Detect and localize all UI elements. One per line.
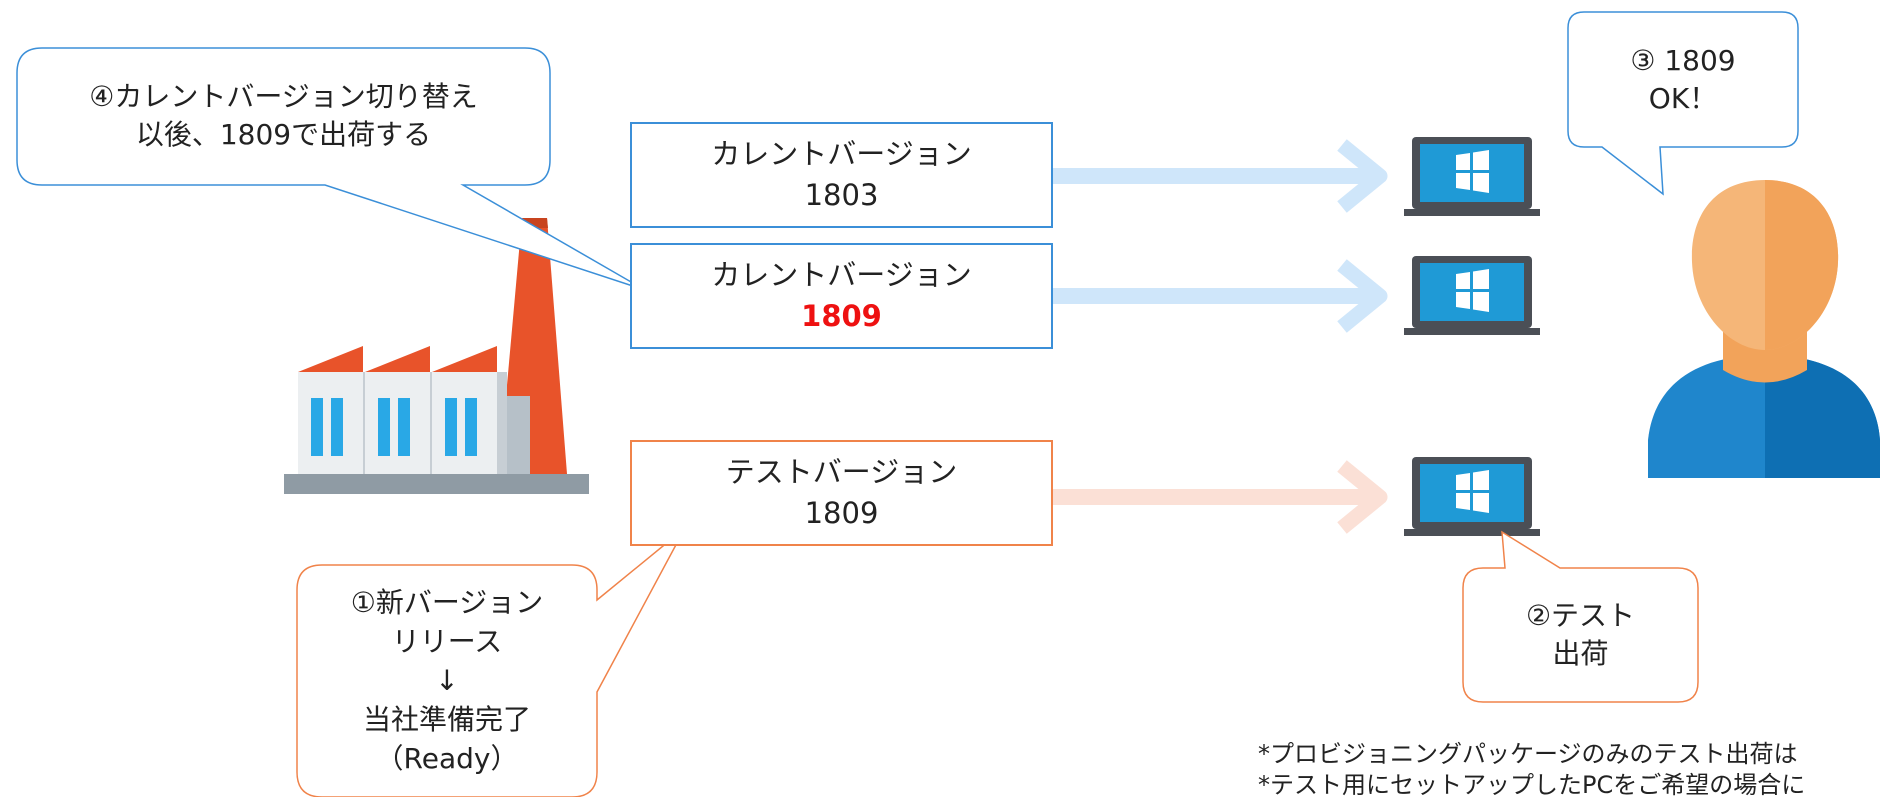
callout-step4: ④カレントバージョン切り替え 以後、1809で出荷する: [17, 58, 550, 174]
current-version-1803-number: 1803: [804, 178, 879, 212]
current-version-1809-label: カレントバージョン: [711, 258, 972, 292]
user-icon: [1648, 180, 1880, 478]
callout-step1-line1: ①新バージョン: [350, 585, 544, 619]
laptop-windows-icon: [1404, 256, 1540, 335]
callout-step1-line4: 当社準備完了: [362, 702, 531, 736]
callout-step2-line2: 出荷: [1552, 637, 1609, 670]
callout-step1-line2: リリース: [391, 624, 503, 658]
callout-step1-line3: ↓: [435, 663, 459, 697]
current-version-1809-number: 1809: [801, 299, 882, 333]
current-version-1803-box: カレントバージョン 1803: [630, 122, 1053, 228]
footnote-1: *プロビジョニングパッケージのみのテスト出荷は: [1258, 740, 1798, 768]
callout-step3: ③ 1809 OK！: [1568, 22, 1798, 137]
callout-step3-line2: OK！: [1648, 81, 1718, 115]
callout-step1-line5: （Ready）: [375, 741, 519, 775]
callout-step2: ②テスト 出荷: [1463, 578, 1698, 692]
test-version-1809-label: テストバージョン: [725, 455, 958, 489]
callout-step4-line1: ④カレントバージョン切り替え: [89, 80, 478, 113]
laptop-windows-icon: [1404, 457, 1540, 536]
current-version-1803-label: カレントバージョン: [711, 137, 972, 171]
test-version-1809-number: 1809: [804, 496, 879, 530]
callout-step3-bubble: [1567, 11, 1799, 196]
laptop-windows-icon: [1404, 137, 1540, 216]
factory-icon: [284, 218, 589, 494]
footnote-2: *テスト用にセットアップしたPCをご希望の場合に: [1258, 771, 1806, 799]
callout-step1: ①新バージョン リリース ↓ 当社準備完了 （Ready）: [297, 575, 597, 785]
callout-step2-line1: ②テスト: [1525, 599, 1636, 632]
callout-step3-line1: ③ 1809: [1630, 43, 1736, 77]
current-version-1809-box: カレントバージョン 1809: [630, 243, 1053, 349]
callout-step2-bubble: [1462, 530, 1699, 703]
callout-step4-line2: 以後、1809で出荷する: [135, 118, 432, 151]
test-version-1809-box: テストバージョン 1809: [630, 440, 1053, 546]
